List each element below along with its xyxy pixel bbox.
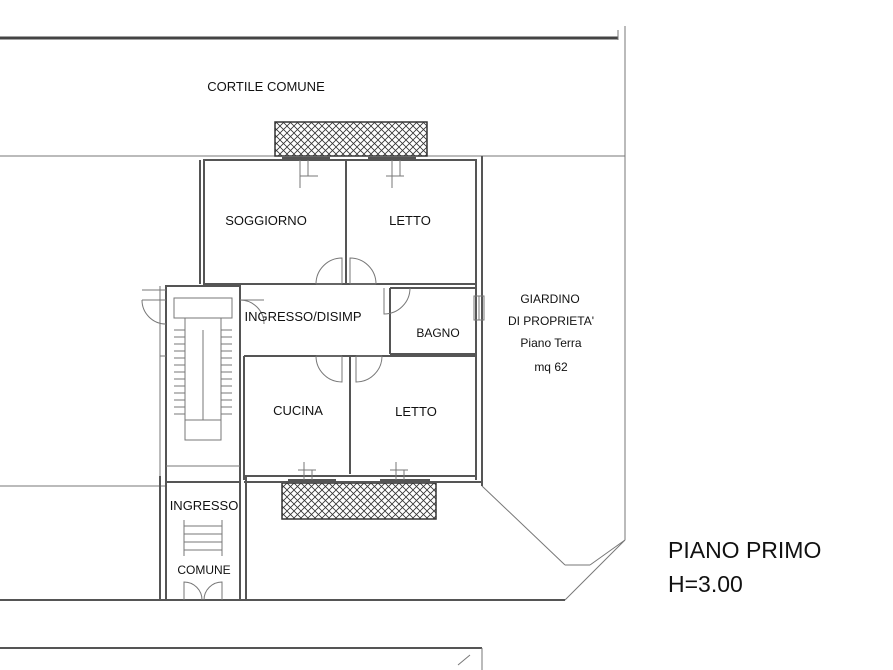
outer-walls: [0, 26, 626, 670]
room-label-entrance: INGRESSO: [170, 498, 239, 513]
room-label-living-room: SOGGIORNO: [225, 213, 307, 228]
room-label-courtyard: CORTILE COMUNE: [207, 79, 325, 94]
floor-name: PIANO PRIMO: [668, 537, 821, 563]
windows-south: [288, 462, 430, 481]
floor-height: H=3.00: [668, 571, 743, 597]
room-label-bedroom-2: LETTO: [395, 404, 437, 419]
balcony-north: [274, 121, 428, 157]
garden-label-line4: mq 62: [534, 360, 568, 374]
balcony-south: [281, 482, 437, 520]
door-swings: [315, 257, 411, 383]
room-label-bedroom-1: LETTO: [389, 213, 431, 228]
room-label-common: COMUNE: [177, 563, 230, 577]
room-label-hallway: INGRESSO/DISIMP: [244, 309, 361, 324]
entrance-corridor: [159, 465, 247, 601]
window-east: [473, 295, 485, 321]
garden-label-line1: GIARDINO: [520, 292, 579, 306]
room-label-kitchen: CUCINA: [273, 403, 323, 418]
stair-steps: [174, 329, 232, 415]
room-label-bathroom: BAGNO: [416, 326, 459, 340]
windows-north: [282, 157, 416, 188]
garden-label-line2: DI PROPRIETA': [508, 314, 594, 328]
garden-label-line3: Piano Terra: [520, 336, 581, 350]
